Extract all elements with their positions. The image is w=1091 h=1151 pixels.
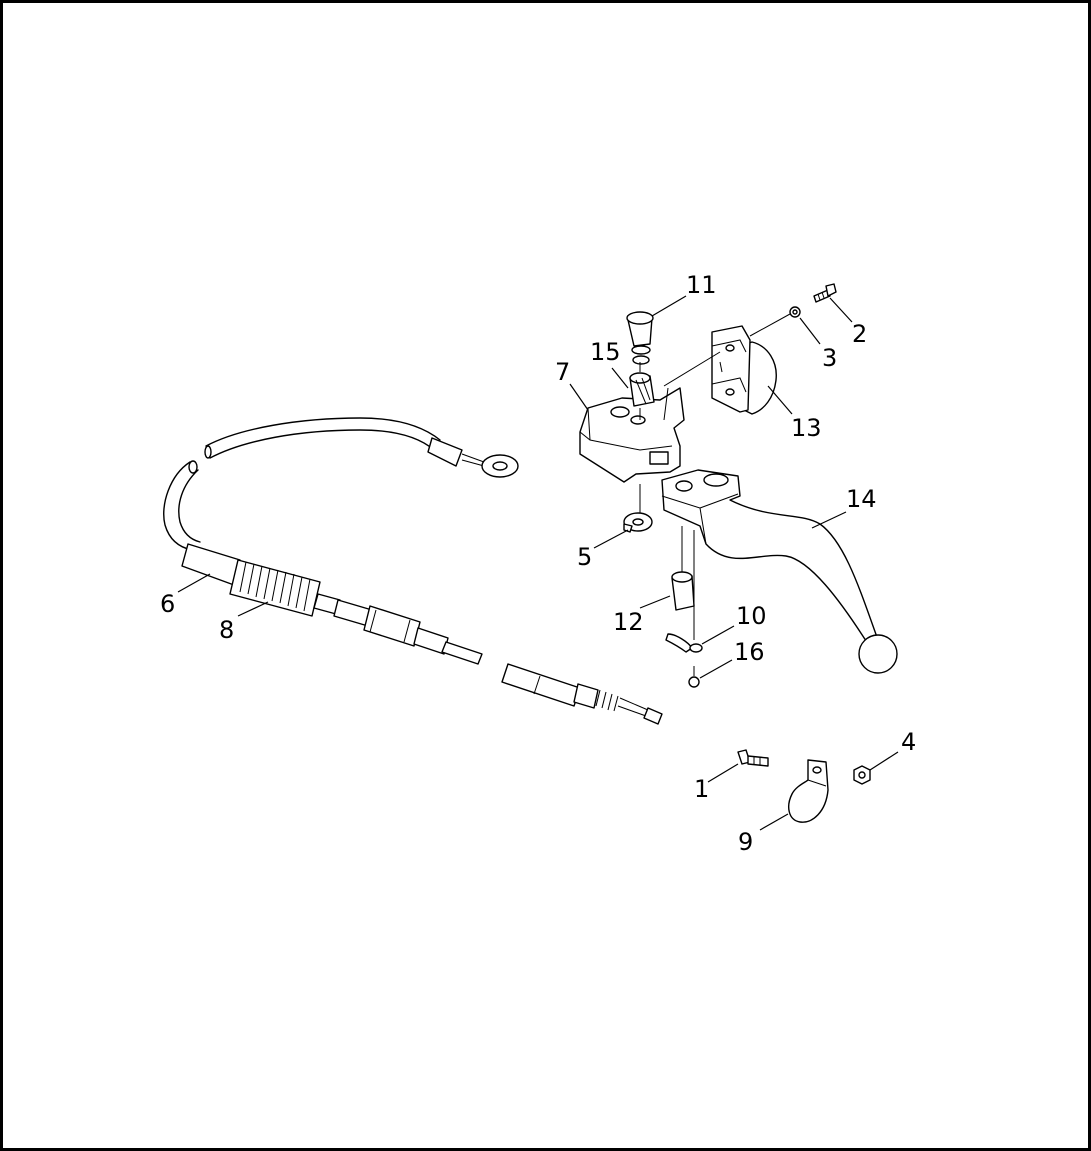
cable-clip — [788, 759, 829, 823]
leader-lines — [177, 295, 899, 831]
callout-2: 2 — [852, 320, 867, 348]
callout-14: 14 — [846, 485, 877, 513]
callout-5: 5 — [577, 543, 592, 571]
callout-7: 7 — [555, 358, 570, 386]
callout-10: 10 — [736, 602, 767, 630]
cable-end-rear — [501, 663, 663, 725]
cable-adjuster-front — [333, 599, 483, 665]
lever-bracket — [579, 387, 685, 483]
callout-4: 4 — [901, 728, 916, 756]
callout-11: 11 — [686, 271, 717, 299]
pivot-bushing — [671, 571, 695, 611]
clamp-half — [711, 325, 777, 415]
hex-nut — [853, 765, 871, 785]
clamp-screw — [813, 283, 837, 303]
clutch-cable-lower — [163, 460, 241, 586]
washer — [789, 306, 801, 318]
callout-16: 16 — [734, 638, 765, 666]
pin-clip — [629, 372, 655, 407]
clamp-alignment-line — [663, 351, 721, 387]
callout-12: 12 — [613, 608, 644, 636]
interlock-tab — [665, 633, 703, 653]
screw-alignment-line — [749, 313, 791, 337]
clutch-cable-upper — [204, 417, 519, 478]
clutch-lever — [661, 469, 898, 674]
callout-13: 13 — [791, 414, 822, 442]
cable-boot — [229, 559, 341, 617]
retainer-clip — [623, 512, 653, 533]
callout-3: 3 — [822, 344, 837, 372]
pivot-pin — [626, 311, 654, 365]
small-screw — [688, 666, 700, 688]
callout-1: 1 — [694, 775, 709, 803]
callout-8: 8 — [219, 616, 234, 644]
callout-9: 9 — [738, 828, 753, 856]
callout-15: 15 — [590, 338, 621, 366]
clip-screw — [737, 749, 769, 767]
callout-6: 6 — [160, 590, 175, 618]
